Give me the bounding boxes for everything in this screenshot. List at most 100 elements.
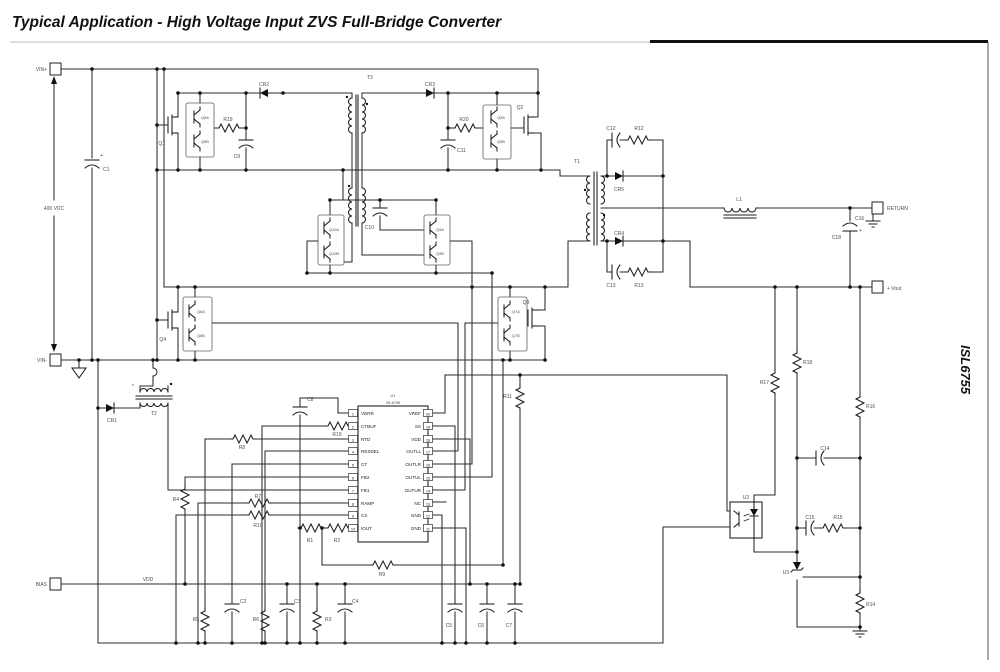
resistor-r2 [324,523,352,533]
label-t3: T3 [367,75,373,81]
label-r15: R15 [833,515,842,521]
label-vdd: VDD [143,577,154,583]
side-part-number: ISL6755 [958,345,973,395]
label-c12: C12 [606,126,615,132]
pin-number: 13 [426,501,430,506]
terminal-vout [871,280,884,294]
inductor-l1 [723,207,757,219]
label-c11: C11 [457,148,466,154]
shunt-reference-u3 [790,562,804,573]
capacitor-c11 [440,139,456,149]
ground-icon [70,367,88,379]
label-q7a: Q7A [512,309,520,314]
ic-part-label: ISL6755 [386,400,401,405]
label-u2: U2 [743,495,750,501]
pin-number: 16 [426,462,430,467]
label-r18: R18 [803,360,812,366]
pin-name-fb2: FB2 [361,475,370,480]
label-r2: R2 [334,538,341,544]
bjt-q7a [503,300,511,322]
label-c5: C5 [446,623,453,629]
pin-name-resdel: RESDEL [361,449,380,454]
diode-cr4 [614,235,624,247]
components [84,87,865,633]
pin-name-rtd: RTD [361,437,371,442]
wire-hop [152,367,158,377]
pin-name-ss: SS [415,424,421,429]
transistor-pair-q8-box [185,102,215,158]
mosfet-q2 [523,114,535,136]
bjt-q9b [429,241,437,263]
resistor-r15 [819,523,847,533]
capacitor-c10 [372,207,388,217]
label-r20: R20 [459,117,468,123]
pin-number: 12 [426,513,430,518]
input-voltage-arrows [51,76,57,352]
pin-number: 3 [352,437,354,442]
capacitor-c16 [842,222,858,232]
capacitor-c13 [611,264,621,280]
label-q2: Q2 [517,105,524,111]
pin-name-verr: VERR [361,411,374,416]
diode-cr2 [259,87,269,99]
label-return: RETURN [887,206,908,212]
bjt-q7b [503,324,511,346]
pin-name-ctbuf: CTBUF [361,424,377,429]
label-r4: R4 [173,497,180,503]
mosfet-q1 [167,114,179,136]
pin-number: 4 [352,449,355,454]
label-q5b: Q5B [497,139,505,144]
transistor-pair-q10-box [317,214,345,266]
resistor-r3 [312,607,322,633]
resistor-r20 [451,123,479,133]
resistor-r14 [855,589,865,615]
label-cr4: CR4 [614,231,624,237]
label-q9b: Q9B [436,251,444,256]
label-l1: L1 [736,197,742,203]
pin-name-vdd: VDD [411,437,421,442]
pin-number: 1 [352,411,354,416]
capacitor-c5 [447,603,463,613]
label-c18: C18 [832,235,841,241]
label-c13: C13 [606,283,615,289]
pin-name-vref: VREF [409,411,421,416]
label-r1: R1 [307,538,314,544]
capacitor-c3 [279,603,295,613]
pin-name-outur: OUTUR [405,488,422,493]
ground-icon [865,220,881,228]
pin-name-ct: CT [361,462,367,467]
label-c2: C2 [240,599,247,605]
pin-number: 19 [426,424,430,429]
pin-number: 5 [352,462,354,467]
resistor-r5 [200,607,210,633]
label-c10: C10 [365,225,374,231]
transformer-t1 [583,171,606,246]
label-r13: R13 [634,283,643,289]
terminal-vin-minus [49,353,62,367]
label-c16: C16 [855,216,864,222]
label-c1: C1 [103,167,110,173]
label-q10b: Q10B [329,251,339,256]
terminal-bias [49,577,62,591]
label-q4: Q4 [159,337,166,343]
page-title: Typical Application - High Voltage Input… [12,14,502,31]
ref-labels: VIN+ VIN- BIAS RETURN + Vout 400 VDC VDD… [36,67,909,629]
pin-number: 18 [426,437,430,442]
bjt-q8b [193,130,201,152]
resistor-r7 [245,498,273,508]
label-r10: R10 [253,523,262,529]
label-r19-ctbuf: R19 [332,432,341,438]
label-r9: R9 [379,572,386,578]
label-t2-star: * [132,384,134,390]
pin-name-fb1: FB1 [361,488,370,493]
label-c9: C9 [234,154,241,160]
label-q6b: Q6B [197,333,205,338]
pin-name-ramp: RAMP [361,501,374,506]
page-chrome: Typical Application - High Voltage Input… [10,14,989,660]
label-r14: R14 [866,602,875,608]
label-vin-plus: VIN+ [36,67,47,73]
